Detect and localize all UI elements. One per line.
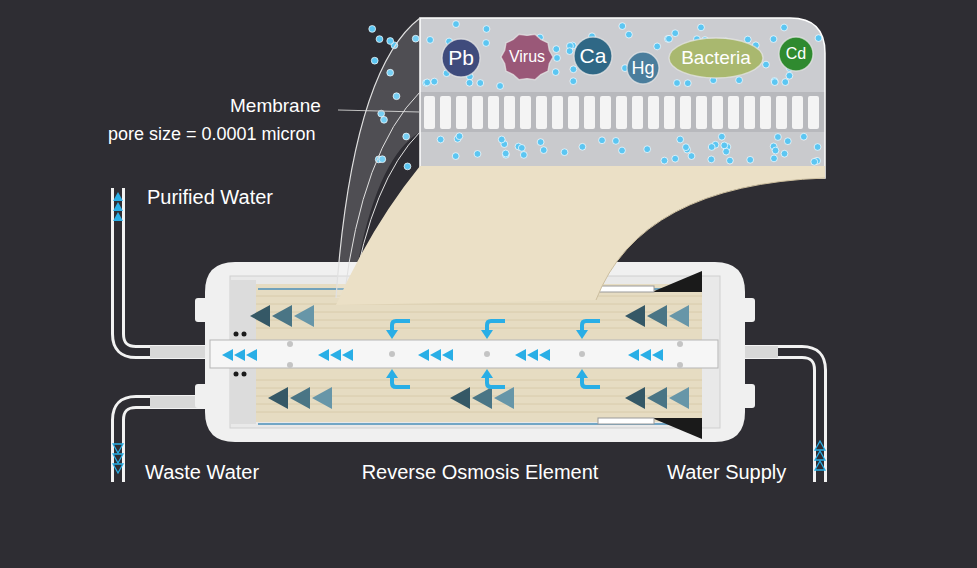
dimension-note: pore size = 0.0001 micron: [108, 124, 316, 145]
ro-housing: [195, 255, 755, 450]
flow-label: Waste Water: [145, 461, 259, 484]
flow-label: Purified Water: [147, 186, 273, 209]
particle-label: Virus: [500, 32, 554, 82]
part-label: Membrane: [230, 95, 321, 117]
particle-label: Pb: [441, 38, 481, 78]
contaminant-particle: Hg: [626, 51, 660, 85]
particle-label: Bacteria: [668, 37, 764, 79]
particle-label: Cd: [778, 36, 814, 72]
leader-line: [338, 110, 420, 112]
ro-element: Reverse Osmosis Element: [195, 255, 755, 450]
contaminant-particle: Cd: [778, 36, 814, 72]
particle-label: Ca: [573, 36, 613, 76]
contaminant-particle: Ca: [573, 36, 613, 76]
contaminant-particle: Pb: [441, 38, 481, 78]
pipes: [113, 188, 825, 482]
flow-label: Water Supply: [667, 461, 786, 484]
contaminant-particle: Virus: [500, 32, 554, 82]
zoom-panel: [420, 18, 825, 178]
particle-label: Hg: [626, 51, 660, 85]
contaminant-particle: Bacteria: [668, 37, 764, 79]
water-molecules: [369, 21, 822, 170]
